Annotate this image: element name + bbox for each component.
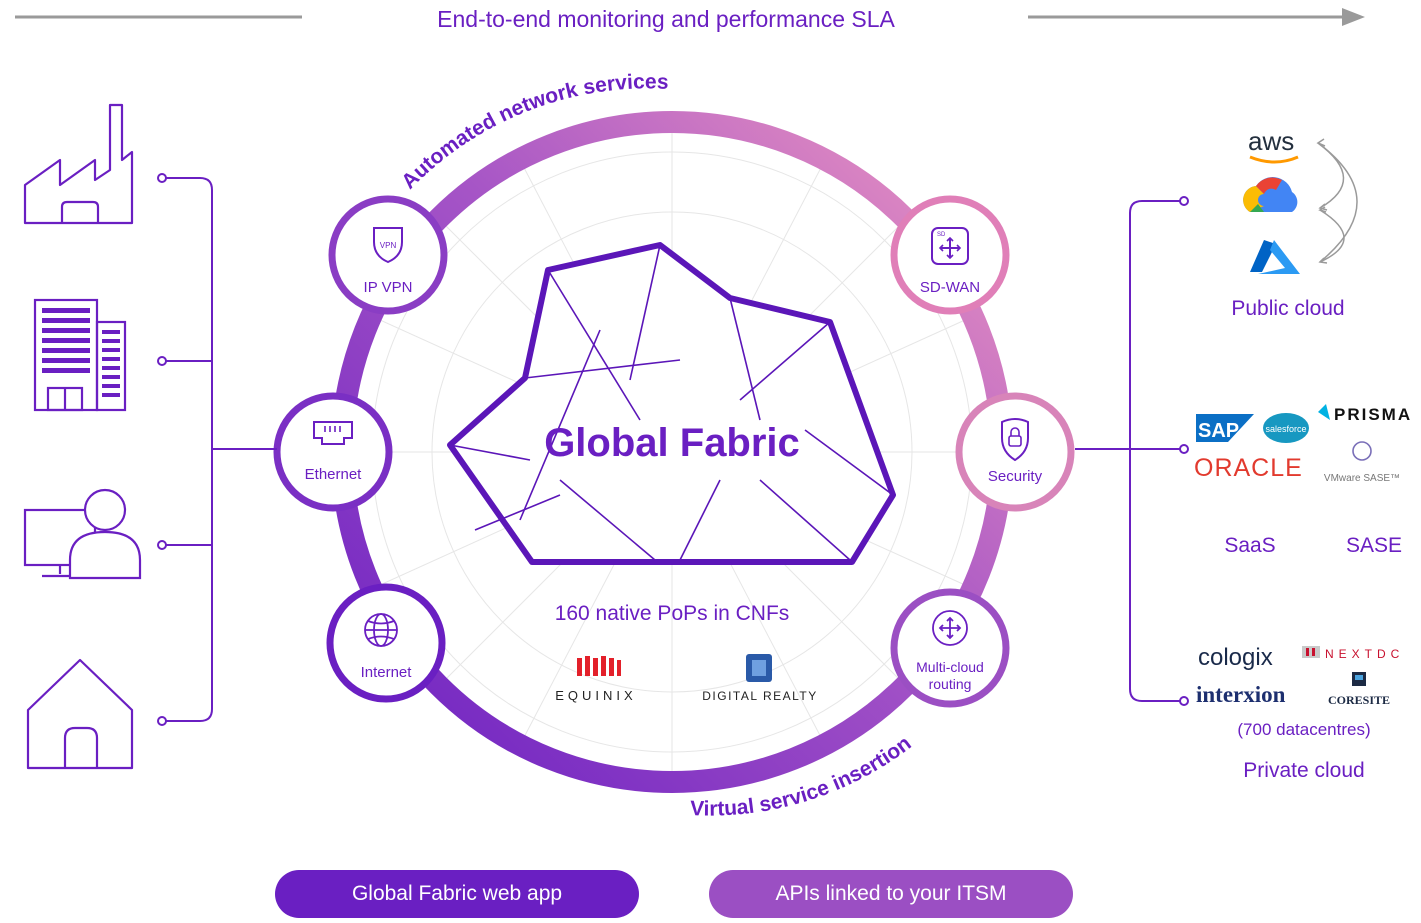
oracle-logo: ORACLE xyxy=(1194,454,1303,482)
service-sd-wan[interactable]: SD SD-WAN xyxy=(890,195,1010,315)
cologix-logo: cologix xyxy=(1198,644,1273,671)
multicloud-arrows-icon xyxy=(1316,138,1358,264)
global-fabric-title: Global Fabric xyxy=(544,421,800,465)
svg-text:Internet: Internet xyxy=(361,664,413,681)
office-building-icon xyxy=(33,298,127,412)
sase-label: SASE xyxy=(1346,534,1402,557)
azure-icon xyxy=(1250,240,1300,274)
svg-text:VMware SASE™: VMware SASE™ xyxy=(1324,473,1400,484)
svg-text:salesforce: salesforce xyxy=(1265,424,1306,434)
nextdc-logo: NEXTDC xyxy=(1302,646,1404,661)
svg-text:routing: routing xyxy=(929,676,972,692)
svg-text:SD: SD xyxy=(937,232,946,238)
router-arrows-icon xyxy=(932,610,968,646)
svg-text:CORESITE: CORESITE xyxy=(1328,693,1390,707)
destinations-connector xyxy=(1075,196,1189,706)
saas-label: SaaS xyxy=(1224,534,1275,557)
home-icon xyxy=(26,658,134,770)
interxion-logo: interxion xyxy=(1196,682,1286,707)
svg-text:cologix: cologix xyxy=(1198,644,1273,671)
sdwan-router-icon: SD xyxy=(931,227,969,265)
remote-worker-icon xyxy=(23,488,142,580)
service-internet[interactable]: Internet xyxy=(326,583,446,703)
service-security[interactable]: Security xyxy=(955,392,1075,512)
svg-text:DIGITAL REALTY: DIGITAL REALTY xyxy=(702,689,817,703)
prisma-logo: PRISMA xyxy=(1318,404,1412,424)
svg-text:Multi-cloud: Multi-cloud xyxy=(916,659,984,675)
svg-text:Ethernet: Ethernet xyxy=(305,466,363,483)
digital-realty-logo: DIGITAL REALTY xyxy=(702,654,817,703)
svg-text:SD-WAN: SD-WAN xyxy=(920,279,980,296)
svg-text:SAP: SAP xyxy=(1198,420,1239,442)
google-cloud-icon xyxy=(1243,177,1298,212)
banner-arrow-icon xyxy=(1342,8,1365,26)
banner-text: End-to-end monitoring and performance SL… xyxy=(437,6,895,32)
pops-text: 160 native PoPs in CNFs xyxy=(555,602,790,625)
service-multi-cloud-routing[interactable]: Multi-cloud routing xyxy=(890,588,1010,708)
global-fabric-web-app-button[interactable]: Global Fabric web app xyxy=(275,870,639,918)
salesforce-logo: salesforce xyxy=(1263,413,1309,443)
factory-icon xyxy=(23,103,134,225)
svg-text:EQUINIX: EQUINIX xyxy=(555,688,636,703)
svg-text:Security: Security xyxy=(988,468,1043,485)
svg-text:VPN: VPN xyxy=(380,241,397,250)
datacentre-count: (700 datacentres) xyxy=(1237,720,1370,739)
sap-logo: SAP xyxy=(1196,414,1254,442)
vpn-shield-icon: VPN xyxy=(373,227,403,264)
ethernet-port-icon xyxy=(313,421,353,445)
svg-text:NEXTDC: NEXTDC xyxy=(1325,647,1404,661)
sites-connector xyxy=(157,173,277,726)
apis-itsm-button[interactable]: APIs linked to your ITSM xyxy=(709,870,1073,918)
global-fabric-shape xyxy=(447,242,896,565)
svg-text:ORACLE: ORACLE xyxy=(1194,454,1303,482)
private-cloud-label: Private cloud xyxy=(1243,759,1364,782)
coresite-logo: CORESITE xyxy=(1328,672,1390,707)
svg-text:interxion: interxion xyxy=(1196,682,1286,707)
public-cloud-label: Public cloud xyxy=(1231,297,1344,320)
service-ethernet[interactable]: Ethernet xyxy=(273,392,393,512)
vmware-sase-logo: VMware SASE™ xyxy=(1324,441,1400,484)
svg-text:aws: aws xyxy=(1248,126,1294,156)
svg-text:IP VPN: IP VPN xyxy=(364,279,413,296)
aws-logo: aws xyxy=(1248,126,1299,164)
service-ip-vpn[interactable]: VPN IP VPN xyxy=(328,195,448,315)
security-shield-lock-icon xyxy=(1001,418,1029,462)
equinix-logo: EQUINIX xyxy=(555,656,636,703)
svg-text:PRISMA: PRISMA xyxy=(1334,405,1412,424)
globe-icon xyxy=(364,613,398,647)
